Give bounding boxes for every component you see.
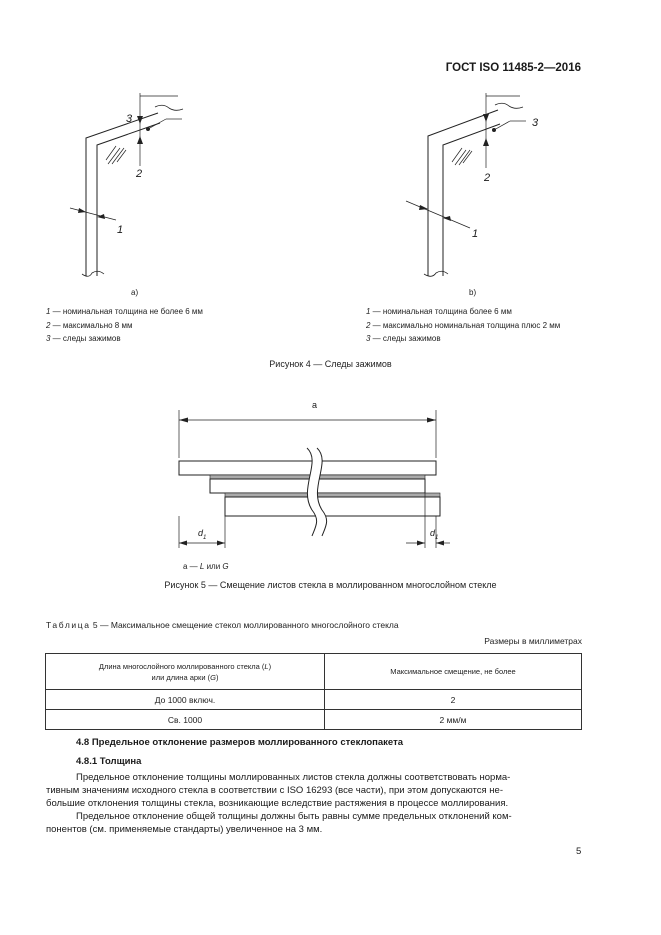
figure4-a-drawing	[60, 88, 230, 288]
callout-1-b: 1	[472, 228, 479, 240]
legend-b-item-2: 2 — максимально номинальная толщина плюс…	[366, 320, 561, 330]
standard-designation: ГОСТ ISO 11485-2—2016	[445, 62, 581, 74]
figure4-legend-a: 1 — номинальная толщина не более 6 мм 2 …	[46, 305, 203, 346]
figure5-drawing	[170, 398, 450, 558]
dimension-a-label: а	[312, 400, 318, 410]
header-length-line2: или длина арки (G)	[151, 672, 219, 682]
callout-3-b: 3	[532, 117, 539, 129]
paragraph-1-line-3: большие отклонения толщины стекла, возни…	[46, 798, 509, 809]
legend-b-item-3: 3 — следы зажимов	[366, 334, 441, 343]
section-heading-4-8: 4.8 Предельное отклонение размеров молли…	[76, 737, 404, 748]
laminated-sheet-offset-drawing	[178, 410, 450, 548]
paragraph-2: Предельное отклонение общей толщины долж…	[46, 810, 583, 836]
figure4-a-label: a)	[131, 288, 139, 297]
legend-a-item-1: 1 — номинальная толщина не более 6 мм	[46, 307, 203, 316]
table-cell-length: До 1000 включ.	[45, 689, 325, 710]
table5-units: Размеры в миллиметрах	[484, 636, 582, 646]
figure5-caption: Рисунок 5 — Смещение листов стекла в мол…	[164, 580, 497, 590]
d1-left-label: d1	[198, 528, 207, 541]
figure4-b-drawing	[400, 88, 570, 288]
table5: Длина многослойного моллированного стекл…	[45, 653, 582, 730]
clamp-mark-drawing-b	[405, 93, 526, 277]
legend-b-item-1: 1 — номинальная толщина более 6 мм	[366, 307, 512, 316]
table-cell-length: Св. 1000	[45, 709, 325, 730]
table-cell-offset: 2 мм/м	[324, 709, 582, 730]
figure4-caption: Рисунок 4 — Следы зажимов	[269, 359, 392, 369]
figure4-legend-b: 1 — номинальная толщина более 6 мм 2 — м…	[366, 305, 560, 346]
legend-a-item-2: 2 — максимально 8 мм	[46, 320, 133, 330]
clamp-mark-drawing-a	[69, 93, 184, 277]
figure5-note: а — L или G	[183, 562, 229, 571]
paragraph-1-line-1: Предельное отклонение толщины моллирован…	[76, 772, 511, 783]
section-heading-4-8-1: 4.8.1 Толщина	[76, 756, 142, 767]
paragraph-2-line-1: Предельное отклонение общей толщины долж…	[76, 811, 512, 822]
paragraph-1-line-2: тивным значениям исходного стекла в соот…	[46, 785, 503, 796]
table5-title: Таблица 5 — Максимальное смещение стекол…	[46, 620, 399, 630]
d1-right-label: d1	[430, 528, 439, 541]
table-cell-offset: 2	[324, 689, 582, 710]
table-row: Св. 1000 2 мм/м	[45, 709, 582, 730]
table-row: До 1000 включ. 2	[45, 689, 582, 710]
page-number: 5	[576, 846, 582, 857]
paragraph-2-line-2: понентов (см. применяемые стандарты) уве…	[46, 824, 323, 835]
header-length-line1: Длина многослойного моллированного стекл…	[98, 661, 272, 671]
callout-2-b: 2	[484, 172, 491, 184]
table5-header-offset: Максимальное смещение, не более	[324, 653, 582, 690]
figure4-b-label: b)	[469, 288, 477, 297]
callout-1-a: 1	[117, 224, 124, 236]
callout-3-a: 3	[126, 113, 133, 125]
table5-header-length: Длина многослойного моллированного стекл…	[45, 653, 325, 690]
paragraph-1: Предельное отклонение толщины моллирован…	[46, 771, 583, 810]
legend-a-item-3: 3 — следы зажимов	[46, 334, 121, 343]
callout-2-a: 2	[136, 168, 143, 180]
